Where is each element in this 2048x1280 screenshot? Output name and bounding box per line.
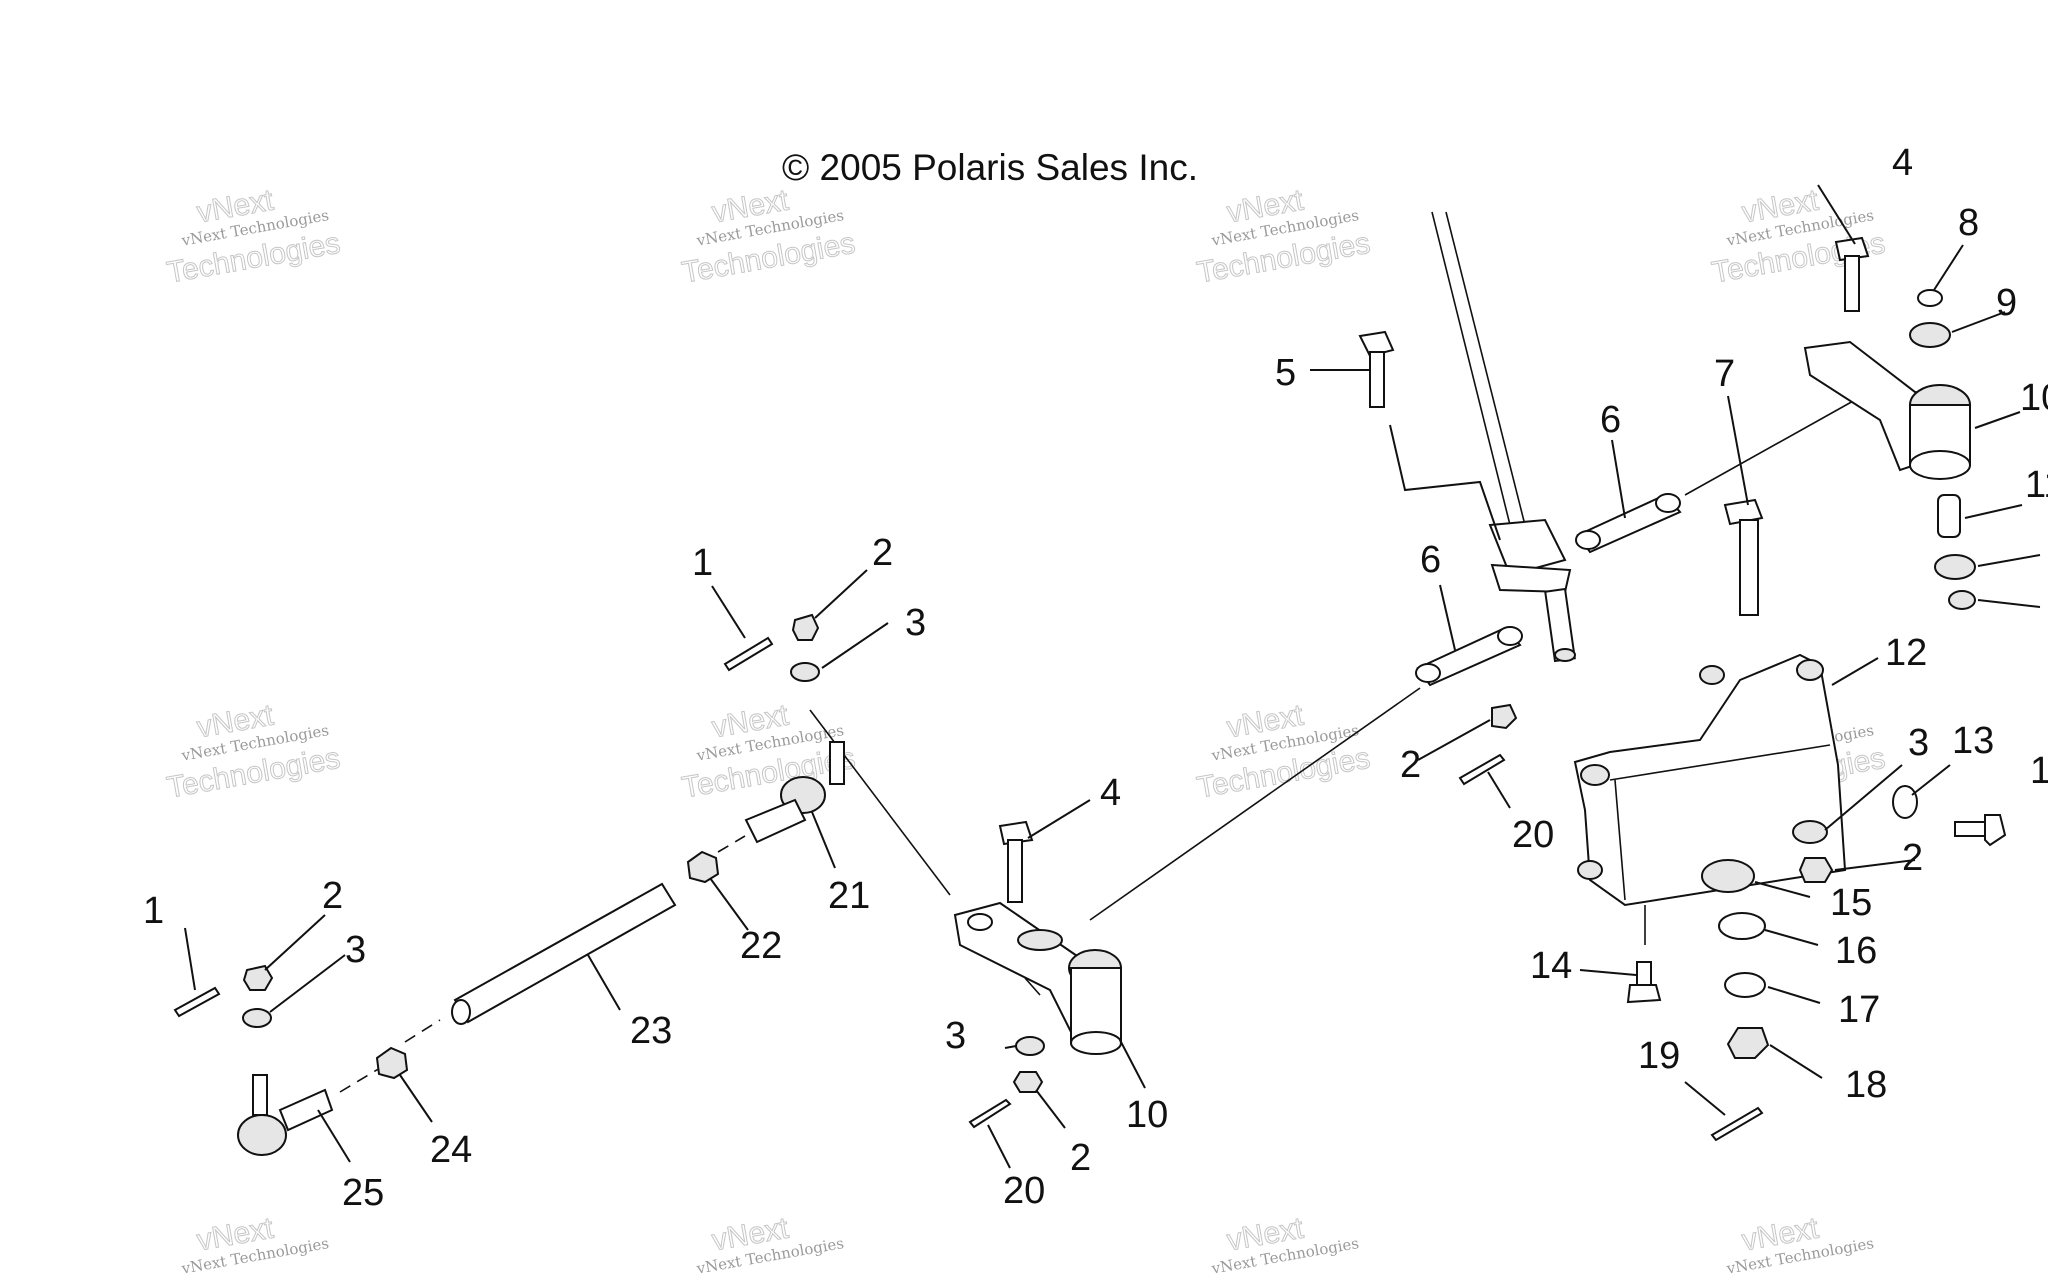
- bolt-5: [1358, 330, 1501, 541]
- callout-3-left: 3: [345, 929, 366, 971]
- washer-13: [1892, 785, 1918, 819]
- assembly-dash-3: [339, 1067, 381, 1093]
- callout-15: 15: [1830, 882, 1872, 924]
- callout-12: 12: [1885, 632, 1927, 674]
- nut-2-middle: [1491, 703, 1518, 730]
- bolt-4-upper: [1834, 236, 1870, 312]
- callout-4-upper: 4: [1892, 142, 1913, 184]
- copyright-text: © 2005 Polaris Sales Inc.: [782, 147, 1198, 188]
- callout-10-upper: 10: [2020, 377, 2048, 419]
- washer-17: [1724, 972, 1766, 998]
- nut-right-1: [1948, 590, 1976, 610]
- watermark-grid: vNext vNext Technologies Technologies vN…: [164, 183, 1888, 1278]
- jam-nut-24: [375, 1046, 409, 1080]
- assembly-dash-2: [404, 1019, 441, 1043]
- tie-rod-end-21: [744, 741, 845, 844]
- callout-13: 13: [1952, 720, 1994, 762]
- steering-column: [1431, 211, 1576, 663]
- callout-9: 9: [1996, 282, 2017, 324]
- bolt-14: [1626, 961, 1662, 1004]
- callout-2-lower: 2: [1070, 1137, 1091, 1179]
- callout-3-center: 3: [905, 602, 926, 644]
- callout-21: 21: [828, 875, 870, 917]
- cotter-pin-1-center: [723, 636, 774, 672]
- washer-3-left: [242, 1008, 272, 1028]
- callout-1-center: 1: [692, 542, 713, 584]
- bolt-7: [1723, 498, 1764, 616]
- washer-3-right: [1792, 820, 1828, 844]
- nut-2-lower: [1012, 1071, 1044, 1093]
- assembly-dash-1: [717, 835, 746, 853]
- callout-23: 23: [630, 1010, 672, 1052]
- callout-18: 18: [1845, 1064, 1887, 1106]
- callout-1-right: 1: [2030, 750, 2048, 792]
- bolt-4-lower: [998, 820, 1034, 903]
- pitman-arm-10-lower: [953, 901, 1122, 1055]
- callout-10-lower: 10: [1126, 1094, 1168, 1136]
- nut-2-center: [791, 613, 820, 641]
- cotter-pin-20-lower: [968, 1098, 1012, 1129]
- watermark-tile: vNext vNext Technologies: [179, 1211, 330, 1278]
- washer-3-lower: [1015, 1036, 1045, 1056]
- callout-1-left: 1: [143, 890, 164, 932]
- callout-8: 8: [1958, 202, 1979, 244]
- callout-3-lower: 3: [945, 1015, 966, 1057]
- washer-right-1: [1934, 554, 1976, 580]
- callout-16: 16: [1835, 930, 1877, 972]
- callout-2-center: 2: [872, 532, 893, 574]
- washer-3-center: [790, 662, 820, 682]
- watermark-tile: vNext vNext Technologies: [694, 1211, 845, 1278]
- nut-2-right: [1798, 857, 1834, 883]
- assembly-line-center: [809, 709, 951, 896]
- callout-2-left: 2: [322, 875, 343, 917]
- mount-bracket-12: [1573, 653, 1847, 945]
- cotter-pin-19: [1710, 1106, 1764, 1142]
- bolt-right-edge: [1954, 814, 2007, 847]
- watermark-tile: vNext vNext Technologies: [1209, 1211, 1360, 1278]
- callout-2-right: 2: [1902, 837, 1923, 879]
- callout-5: 5: [1275, 352, 1296, 394]
- watermark-tile: vNext vNext Technologies: [1724, 1211, 1875, 1278]
- watermark-tile: vNext vNext Technologies Technologies: [679, 183, 858, 290]
- jam-nut-22: [686, 850, 720, 884]
- watermark-tile: vNext vNext Technologies Technologies: [164, 698, 343, 805]
- link-arm-6-upper: [1575, 399, 1856, 554]
- callout-14: 14: [1530, 945, 1572, 987]
- callout-4-lower: 4: [1100, 772, 1121, 814]
- callout-17: 17: [1838, 989, 1880, 1031]
- callout-20-middle: 20: [1512, 814, 1554, 856]
- watermark-tile: vNext vNext Technologies Technologies: [1194, 183, 1373, 290]
- washer-9: [1909, 322, 1951, 348]
- watermark-tile: vNext vNext Technologies Technologies: [164, 183, 343, 290]
- callout-2-middle: 2: [1400, 744, 1421, 786]
- seal-16: [1718, 912, 1766, 940]
- callout-labels: 1 2 3 1 2 3 4 4 5 6 6 7 8 9 10 10 11 12 …: [143, 142, 2048, 1214]
- callout-19: 19: [1638, 1035, 1680, 1077]
- bushing-11: [1937, 494, 1961, 538]
- callout-24: 24: [430, 1129, 472, 1171]
- callout-6-upper: 6: [1600, 399, 1621, 441]
- callout-11: 11: [2025, 464, 2048, 506]
- washer-8: [1917, 289, 1943, 307]
- leader-lines: [184, 184, 2041, 1169]
- nut-2-left: [242, 964, 274, 991]
- tie-rod-tube-23: [451, 882, 677, 1025]
- pitman-arm-10-upper: [1803, 340, 1971, 480]
- callout-20-lower: 20: [1003, 1170, 1045, 1212]
- cotter-pin-20-middle: [1458, 753, 1506, 786]
- callout-25: 25: [342, 1172, 384, 1214]
- callout-6-lower: 6: [1420, 539, 1441, 581]
- nut-18: [1726, 1027, 1770, 1059]
- washer-15: [1701, 859, 1755, 893]
- tie-rod-end-25: [237, 1074, 334, 1156]
- cotter-pin-1-left: [173, 986, 221, 1018]
- callout-22: 22: [740, 925, 782, 967]
- callout-7: 7: [1714, 353, 1735, 395]
- link-arm-6-lower: [1089, 626, 1523, 921]
- callout-3-right: 3: [1908, 722, 1929, 764]
